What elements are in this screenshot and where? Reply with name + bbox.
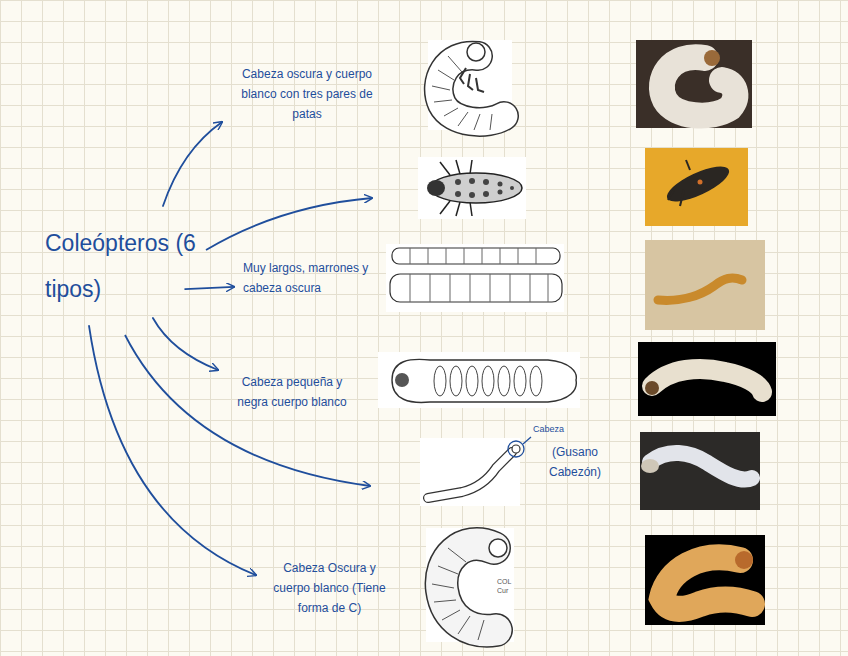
figure-caption: COL — [497, 578, 517, 586]
larva-photo — [645, 148, 748, 226]
arrow-to-picture — [206, 198, 372, 250]
larva-photo — [645, 535, 765, 625]
arrow — [153, 318, 218, 370]
larva-drawing — [378, 352, 580, 408]
arrow — [185, 287, 234, 289]
larva-drawing — [386, 244, 564, 312]
note-line: Cabeza pequeña y negra cuerpo blanco — [225, 372, 359, 412]
arrow — [163, 122, 222, 206]
arrow — [89, 326, 256, 575]
note-text: Cabeza oscura y cuerpo blanco con tres p… — [222, 62, 392, 126]
callout-label: (Gusano Cabezón) — [538, 442, 612, 482]
note-text: Coleópteros (6 tipos) — [42, 218, 210, 314]
note-line: Cabeza Oscura y cuerpo blanco (Tiene for… — [265, 558, 394, 618]
note-text: Cabeza Oscura y cuerpo blanco (Tiene for… — [262, 556, 397, 620]
larva-drawing — [428, 40, 512, 130]
callout-label: Cabeza — [533, 424, 583, 435]
larva-photo — [645, 240, 765, 330]
larva-photo — [638, 342, 776, 416]
larva-drawing — [420, 437, 531, 506]
arrow-to-picture — [125, 335, 370, 486]
note-line: Muy largos, marrones y cabeza oscura — [243, 258, 377, 298]
note-text: Muy largos, marrones y cabeza oscura — [240, 256, 380, 300]
note-line: Coleópteros (6 tipos) — [45, 220, 207, 312]
larva-photo — [636, 40, 752, 128]
note-text: Cabeza pequeña y negra cuerpo blanco — [222, 370, 362, 414]
larva-photo — [640, 432, 760, 510]
larva-drawing — [418, 157, 526, 219]
note-line: Cabeza oscura y cuerpo blanco con tres p… — [225, 64, 389, 124]
figure-caption: Cur — [497, 587, 517, 595]
